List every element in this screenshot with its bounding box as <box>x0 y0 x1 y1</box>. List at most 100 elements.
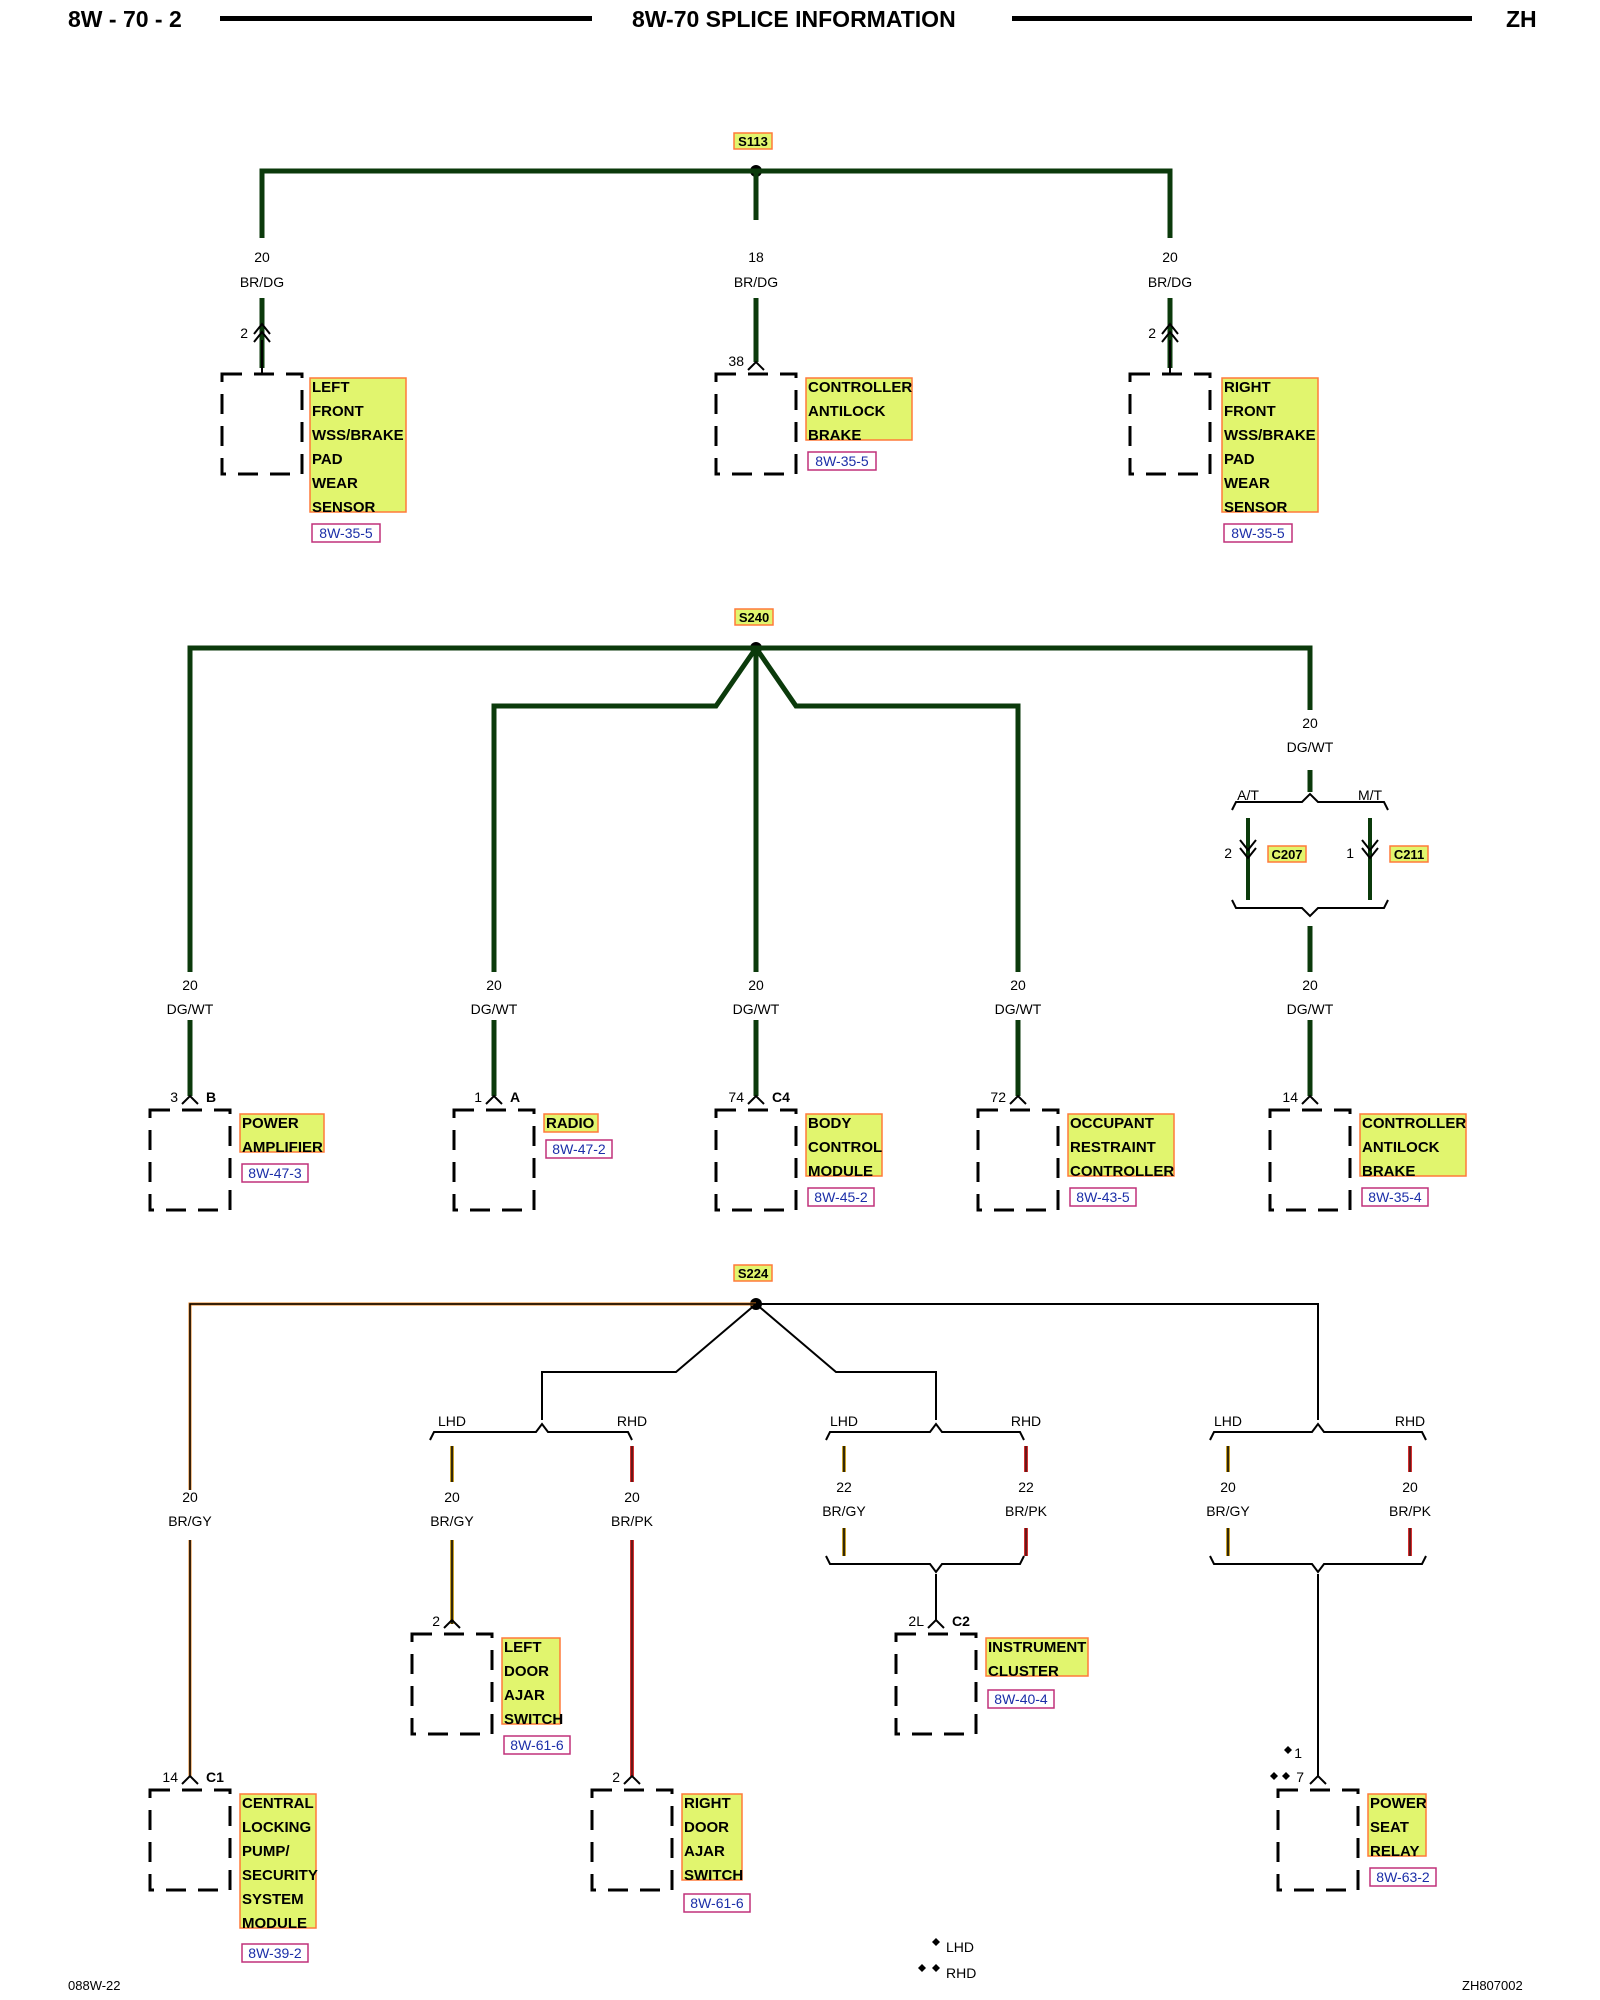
splice-label-bg <box>733 1264 773 1282</box>
wire-gauge: 20 <box>1402 1479 1418 1495</box>
connector-chevron-icon <box>927 1618 945 1629</box>
ref-link-box[interactable] <box>987 1689 1055 1709</box>
inline-connector-c207: C207 <box>1271 847 1302 862</box>
wire-color: DG/WT <box>1287 1001 1334 1017</box>
option-brace-bottom <box>1209 1555 1427 1574</box>
ref-link[interactable]: 8W-47-2 <box>552 1141 606 1157</box>
wire-gauge: 20 <box>444 1489 460 1505</box>
ref-link[interactable]: 8W-43-5 <box>1076 1189 1130 1205</box>
inline-connector-icon <box>1361 839 1379 860</box>
ref-link-box[interactable] <box>1361 1187 1429 1207</box>
ref-link[interactable]: 8W-47-3 <box>248 1165 302 1181</box>
ref-link[interactable]: 8W-40-4 <box>994 1691 1048 1707</box>
component-name: CONTROLLER ANTILOCK BRAKE <box>808 379 916 444</box>
component-box <box>976 1108 1060 1212</box>
component-name: BODY CONTROL MODULE <box>808 1115 886 1180</box>
component-name: OCCUPANT RESTRAINT CONTROLLER <box>1070 1115 1174 1180</box>
pin-number: 1 <box>1346 845 1354 861</box>
wire-s224-3 <box>755 1303 937 1420</box>
ref-link-box[interactable] <box>241 1163 309 1183</box>
connector-chevron-icon <box>181 1774 199 1785</box>
component-name: LEFT DOOR AJAR SWITCH <box>504 1639 563 1728</box>
component-box <box>148 1108 232 1212</box>
connector-id: C4 <box>772 1089 790 1105</box>
splice-label-s224: S224 <box>738 1266 769 1281</box>
wire-s240-2 <box>491 646 759 1096</box>
ref-link[interactable]: 8W-35-4 <box>1368 1189 1422 1205</box>
wire-gauge: 20 <box>1010 977 1026 993</box>
wire-gauge: 22 <box>836 1479 852 1495</box>
ref-link[interactable]: 8W-35-5 <box>815 453 869 469</box>
wire-color: DG/WT <box>167 1001 214 1017</box>
ref-link-box[interactable] <box>311 523 381 543</box>
option-label-at: A/T <box>1237 787 1259 803</box>
component-label-bg <box>239 1113 325 1153</box>
ref-link[interactable]: 8W-35-5 <box>1231 525 1285 541</box>
wire-s240-1 <box>187 645 756 1096</box>
ref-link-box[interactable] <box>1069 1187 1137 1207</box>
splice-label-s240: S240 <box>739 610 769 625</box>
connector-id: B <box>206 1089 216 1105</box>
pin-number: 2 <box>240 325 248 341</box>
legend: LHD RHD <box>918 1938 976 1981</box>
connector-id: C2 <box>952 1613 970 1629</box>
wire-gauge: 20 <box>1220 1479 1236 1495</box>
ref-link-box[interactable] <box>1223 523 1293 543</box>
ref-link-box[interactable] <box>241 1943 309 1963</box>
component-name: RIGHT DOOR AJAR SWITCH <box>684 1795 743 1884</box>
ref-link[interactable]: 8W-39-2 <box>248 1945 302 1961</box>
ref-link-box[interactable] <box>683 1893 751 1913</box>
ref-link[interactable]: 8W-63-2 <box>1376 1869 1430 1885</box>
legend-rhd: RHD <box>946 1965 976 1981</box>
ref-link-box[interactable] <box>1369 1867 1437 1887</box>
ref-link[interactable]: 8W-61-6 <box>690 1895 744 1911</box>
component-name: CENTRAL LOCKING PUMP/ SECURITY SYSTEM MO… <box>242 1795 322 1932</box>
connector-chevron-icon <box>623 1774 641 1785</box>
pin-number: 38 <box>728 353 744 369</box>
page-title: 8W-70 SPLICE INFORMATION <box>632 6 956 32</box>
option-label-lhd: LHD <box>1214 1413 1242 1429</box>
pin-number: 2 <box>432 1613 440 1629</box>
header-rule-right <box>1012 16 1472 21</box>
wire-color: BR/PK <box>1005 1503 1048 1519</box>
component-box <box>1268 1108 1352 1212</box>
ref-link[interactable]: 8W-35-5 <box>319 525 373 541</box>
pin-number: 14 <box>1282 1089 1298 1105</box>
pin-number-rhd: 7 <box>1296 1769 1304 1785</box>
ref-link-box[interactable] <box>545 1139 613 1159</box>
splice-s224: S224 LHD RHD 20 BR/GY 20 BR/PK 20 BR/GY … <box>148 1264 1437 1963</box>
pin-number: 3 <box>170 1089 178 1105</box>
option-brace <box>429 1422 633 1441</box>
wire-color: DG/WT <box>733 1001 780 1017</box>
component-label-bg <box>805 1113 883 1177</box>
connector-chevron-icon <box>747 1094 765 1105</box>
ref-link-box[interactable] <box>807 451 877 471</box>
ref-link[interactable]: 8W-61-6 <box>510 1737 564 1753</box>
component-label-bg <box>805 377 913 441</box>
component-name: RIGHT FRONT WSS/BRAKE PAD WEAR SENSOR <box>1224 379 1320 516</box>
ref-link[interactable]: 8W-45-2 <box>814 1189 868 1205</box>
component-label-bg <box>1359 1113 1467 1177</box>
component-name: RADIO <box>546 1115 595 1132</box>
header-rule-left <box>220 16 592 21</box>
ref-link-box[interactable] <box>503 1735 571 1755</box>
component-label-bg <box>501 1637 561 1725</box>
wire-color: BR/GY <box>168 1513 212 1529</box>
splice-s240: S240 20 DG/WT 3 B POWER AMPLIFIER 8W-47-… <box>148 608 1467 1212</box>
component-box <box>894 1632 978 1736</box>
rhd-diamond-icon <box>1270 1772 1290 1780</box>
wire-color: BR/DG <box>1148 274 1192 290</box>
wire-color: BR/GY <box>430 1513 474 1529</box>
wire-color: BR/PK <box>1389 1503 1432 1519</box>
wire-s113-left <box>259 168 756 368</box>
wire-s113-right <box>756 168 1173 368</box>
wire-gauge: 20 <box>182 977 198 993</box>
wire-color: DG/WT <box>471 1001 518 1017</box>
wire-gauge: 20 <box>1162 249 1178 265</box>
ref-link-box[interactable] <box>807 1187 875 1207</box>
component-label-bg <box>1221 377 1319 513</box>
component-box <box>714 372 798 476</box>
inline-label-bg <box>1389 845 1429 863</box>
splice-label-s113: S113 <box>738 134 768 149</box>
splice-label-bg <box>733 132 773 150</box>
